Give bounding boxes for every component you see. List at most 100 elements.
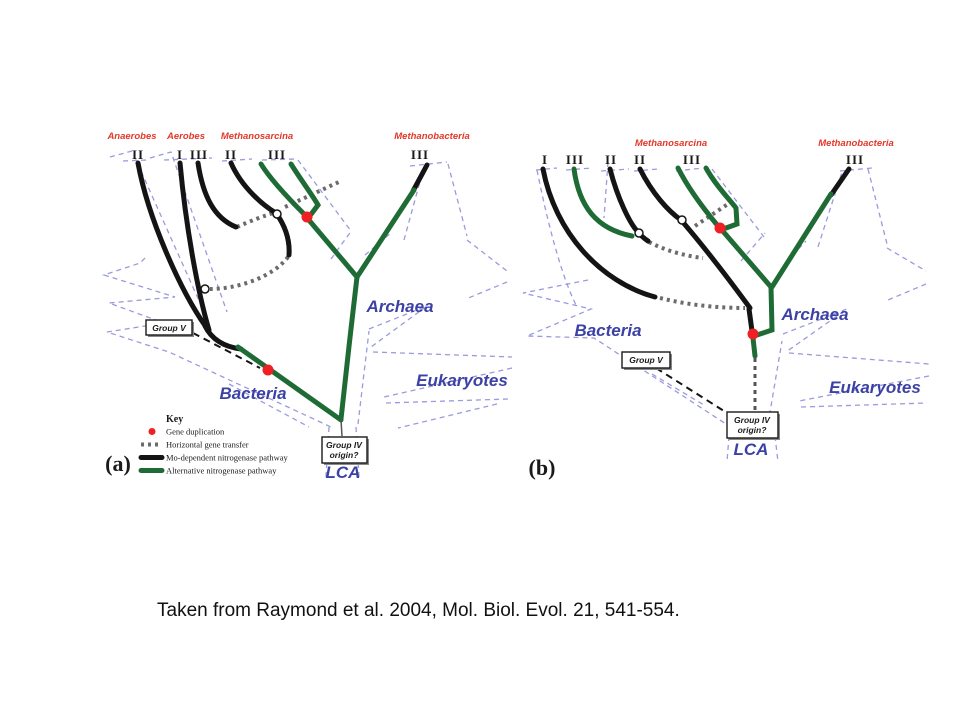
hgt-line bbox=[236, 211, 274, 229]
nitrogenase-group-ticks: III bbox=[190, 147, 208, 162]
group-v-box bbox=[145, 319, 193, 336]
key-item-label: Mo-dependent nitrogenase pathway bbox=[166, 453, 289, 463]
taxa-label: Methanosarcina bbox=[221, 131, 293, 142]
hgt-line bbox=[693, 200, 733, 228]
domain-outline-methanobacteria-b bbox=[817, 168, 927, 301]
domain-outline-top-a bbox=[122, 157, 448, 167]
group-iv-box-b: Group IV origin? bbox=[726, 411, 780, 440]
nitrogenase-group-ticks: I bbox=[542, 152, 548, 167]
panel-b-tick-groups: I III II II III III bbox=[542, 152, 864, 167]
slide-caption: Taken from Raymond et al. 2004, Mol. Bio… bbox=[157, 600, 680, 621]
figure-key: Key Gene duplication Horizontal gene tra… bbox=[138, 414, 289, 476]
hgt-line bbox=[648, 240, 704, 260]
panel-b-hgt-lines bbox=[648, 200, 746, 310]
hgt-line bbox=[659, 296, 746, 310]
bacteria-label: Bacteria bbox=[574, 321, 641, 340]
domain-outline-bacteria-arm-a bbox=[228, 383, 310, 428]
bacteria-label: Bacteria bbox=[219, 384, 286, 403]
nitrogenase-group-ticks: III bbox=[683, 152, 701, 167]
lca-label: LCA bbox=[326, 463, 361, 482]
nitrogenase-group-ticks: II bbox=[225, 147, 237, 162]
domain-outline-eukaryotes-arm-b bbox=[788, 352, 930, 408]
group-iv-text-line2: origin? bbox=[738, 425, 768, 435]
taxa-label: Anaerobes bbox=[106, 131, 156, 142]
group-v-box-a: Group V bbox=[145, 319, 194, 337]
archaea-label: Archaea bbox=[365, 297, 433, 316]
domain-outline-left-b bbox=[536, 161, 609, 308]
domain-outline-upperright-b bbox=[711, 168, 807, 263]
panel-a-taxa-labels: Anaerobes Aerobes Methanosarcina Methano… bbox=[106, 131, 469, 142]
alternative-branch bbox=[675, 165, 721, 229]
mo-dependent-branch bbox=[228, 160, 292, 258]
gene-duplication-dot bbox=[262, 364, 274, 376]
panel-b-letter: (b) bbox=[529, 455, 556, 480]
mo-dependent-branch bbox=[135, 160, 209, 330]
panel-a-alternative-branches bbox=[235, 161, 417, 423]
alternative-branch bbox=[769, 191, 834, 290]
group-v-transfer-line-a bbox=[192, 332, 261, 369]
panel-b-alternative-branches bbox=[571, 165, 834, 359]
alternative-branch bbox=[571, 166, 635, 239]
key-item-label: Horizontal gene transfer bbox=[166, 440, 249, 450]
domain-outline-top-b bbox=[535, 167, 873, 172]
domain-outline-bacteria-spikes-a bbox=[101, 257, 332, 428]
taxa-label: Aerobes bbox=[166, 131, 205, 142]
archaea-label: Archaea bbox=[780, 305, 848, 324]
alternative-branch bbox=[288, 161, 321, 220]
domain-outline-left-a bbox=[109, 150, 228, 324]
mo-dependent-branch bbox=[410, 162, 430, 194]
key-item-label: Gene duplication bbox=[166, 427, 225, 437]
alternative-branch bbox=[354, 187, 417, 280]
key-gene-duplication-swatch bbox=[148, 428, 156, 435]
lca-stem-a bbox=[340, 419, 343, 437]
domain-outline-eukaryotes-arm-a bbox=[372, 351, 513, 429]
group-iv-text-line1: Group IV bbox=[734, 415, 771, 425]
alternative-branch bbox=[750, 335, 758, 359]
fusion-node bbox=[272, 209, 282, 219]
alternative-branch bbox=[754, 284, 775, 338]
taxa-label: Methanosarcina bbox=[635, 138, 707, 149]
lca-label: LCA bbox=[734, 440, 769, 459]
nitrogenase-group-ticks: III bbox=[846, 152, 864, 167]
key-item-label: Alternative nitrogenase pathway bbox=[166, 466, 277, 476]
mo-dependent-branch bbox=[177, 160, 212, 333]
panel-a-domain-outlines bbox=[101, 150, 513, 478]
eukaryotes-label: Eukaryotes bbox=[829, 378, 921, 397]
nitrogenase-group-ticks: II bbox=[132, 147, 144, 162]
fusion-node bbox=[677, 215, 687, 225]
domain-outline-bacteria-spikes-b bbox=[522, 279, 727, 425]
panel-b-domain-outlines bbox=[522, 161, 930, 463]
hgt-line bbox=[209, 255, 290, 291]
gene-duplication-dot bbox=[301, 211, 313, 223]
gene-duplication-dot bbox=[747, 328, 759, 340]
panel-a-letter: (a) bbox=[105, 451, 131, 476]
fusion-node bbox=[200, 284, 210, 294]
nitrogenase-group-ticks: III bbox=[566, 152, 584, 167]
panel-b-taxa-labels: Methanosarcina Methanobacteria bbox=[635, 138, 894, 149]
domain-outline-archaea-arm-a bbox=[357, 305, 428, 425]
alternative-branch bbox=[235, 344, 344, 423]
group-iv-box bbox=[321, 436, 368, 464]
group-iv-text-line2: origin? bbox=[330, 450, 360, 460]
alternative-branch bbox=[718, 226, 774, 290]
alternative-branch bbox=[305, 216, 360, 280]
mo-dependent-branch bbox=[195, 160, 239, 230]
group-iv-text-line1: Group IV bbox=[326, 440, 363, 450]
mo-dependent-branch bbox=[637, 166, 753, 311]
group-v-text: Group V bbox=[152, 323, 187, 333]
panel-a-tick-groups: II I III II III III bbox=[132, 147, 428, 162]
domain-outline-methanobacteria-a bbox=[403, 163, 508, 300]
panel-b: Methanosarcina Methanobacteria I III II … bbox=[522, 138, 930, 480]
nitrogenase-group-ticks: II bbox=[605, 152, 617, 167]
alternative-branch bbox=[338, 274, 360, 422]
taxa-label: Methanobacteria bbox=[394, 131, 470, 142]
mo-dependent-branch bbox=[746, 306, 755, 334]
nitrogenase-group-ticks: I bbox=[177, 147, 183, 162]
nitrogenase-group-ticks: III bbox=[268, 147, 286, 162]
eukaryotes-label: Eukaryotes bbox=[416, 371, 508, 390]
taxa-label: Methanobacteria bbox=[818, 138, 894, 149]
domain-outline-upperright-a bbox=[297, 159, 393, 260]
group-iv-box bbox=[726, 411, 779, 439]
alternative-branch bbox=[703, 165, 740, 231]
